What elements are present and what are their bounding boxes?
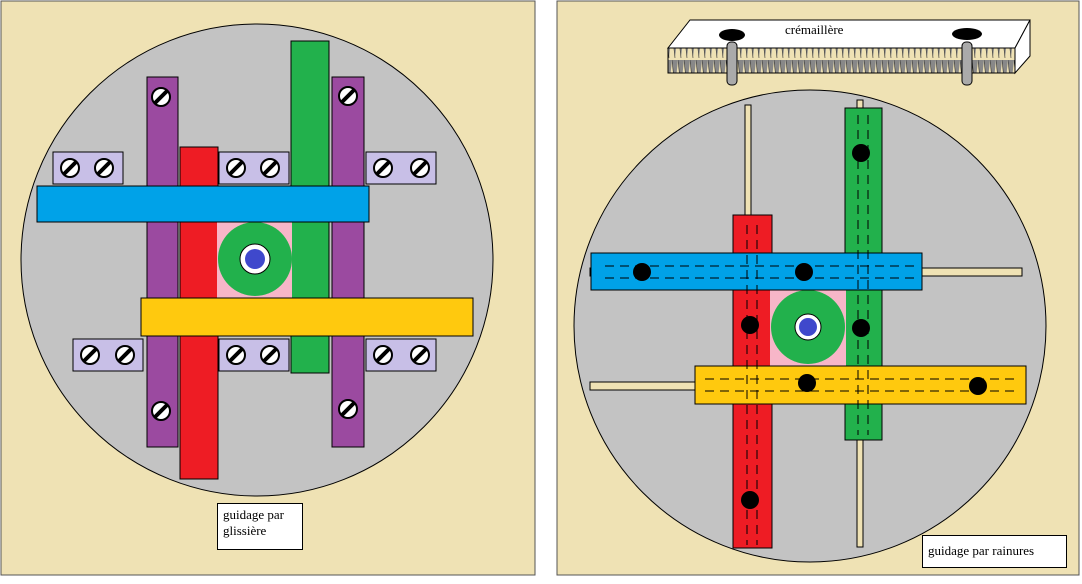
rack-caption: crémaillère bbox=[785, 22, 844, 37]
left-caption: guidage par glissière bbox=[217, 503, 303, 550]
dashed-grooves bbox=[605, 115, 1020, 545]
screw-slot bbox=[228, 160, 244, 176]
screw-slot bbox=[117, 347, 133, 363]
blue-rack-horizontal bbox=[36, 185, 370, 223]
rack-illustration bbox=[666, 19, 1031, 86]
yellow-rack-horizontal bbox=[140, 297, 474, 337]
right-caption: guidage par rainures bbox=[922, 535, 1067, 568]
screw-slot bbox=[228, 347, 244, 363]
purple-slide-left bbox=[146, 76, 179, 448]
screw-icons bbox=[60, 86, 430, 421]
screw-slot bbox=[375, 160, 391, 176]
screw-slot bbox=[82, 347, 98, 363]
screw-slot bbox=[262, 347, 278, 363]
pin-icons bbox=[633, 144, 987, 509]
screw-slot bbox=[412, 160, 428, 176]
screw-slot bbox=[153, 89, 169, 105]
screw-slot bbox=[340, 401, 356, 417]
screw-slot bbox=[340, 88, 356, 104]
screw-slot bbox=[412, 347, 428, 363]
screw-slot bbox=[262, 160, 278, 176]
axle-icon bbox=[245, 249, 265, 269]
right-mechanism bbox=[573, 19, 1047, 563]
screw-slot bbox=[375, 347, 391, 363]
purple-slide-right bbox=[331, 76, 365, 448]
screw-slot bbox=[62, 160, 78, 176]
screw-slot bbox=[153, 403, 169, 419]
left-mechanism bbox=[20, 23, 494, 497]
axle-icon bbox=[799, 318, 817, 336]
screw-slot bbox=[96, 160, 112, 176]
